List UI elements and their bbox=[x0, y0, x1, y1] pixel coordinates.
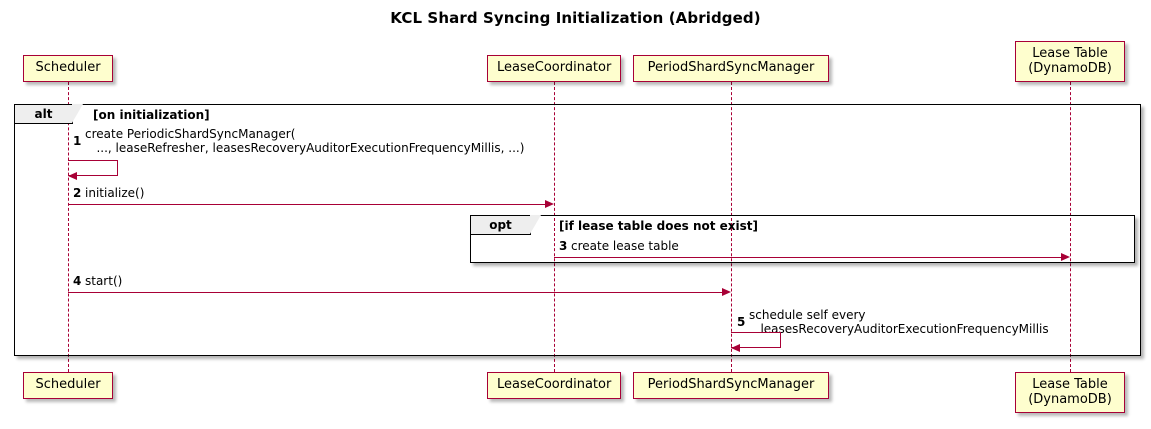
lifeline-leasecoordinator bbox=[554, 82, 555, 372]
message-1-arrowhead bbox=[68, 171, 77, 180]
fragment-opt-guard: [if lease table does not exist] bbox=[559, 219, 759, 233]
participant-scheduler-top[interactable]: Scheduler bbox=[23, 55, 113, 82]
participant-leasetable-top[interactable]: Lease Table (DynamoDB) bbox=[1015, 41, 1125, 82]
fragment-opt-operator: opt bbox=[471, 215, 541, 235]
participant-periodshardsyncmanager-bottom[interactable]: PeriodShardSyncManager bbox=[633, 372, 829, 399]
message-3-label: create lease table bbox=[571, 239, 679, 253]
message-1-label: create PeriodicShardSyncManager( ..., le… bbox=[85, 127, 525, 155]
lifeline-periodshardsyncmanager bbox=[731, 82, 732, 372]
message-5-selfcall-loop bbox=[731, 332, 781, 348]
message-2-label: initialize() bbox=[85, 186, 145, 200]
message-4-label: start() bbox=[85, 274, 123, 288]
fragment-alt-operator: alt bbox=[15, 104, 83, 124]
message-2-line bbox=[68, 204, 545, 205]
fragment-alt-guard: [on initialization] bbox=[93, 108, 210, 122]
message-5-arrowhead bbox=[731, 343, 740, 352]
message-2-arrowhead bbox=[545, 199, 554, 208]
message-5-seq: 5 bbox=[737, 315, 746, 329]
participant-periodshardsyncmanager-top[interactable]: PeriodShardSyncManager bbox=[633, 55, 829, 82]
message-3-line bbox=[554, 257, 1061, 258]
message-3-seq: 3 bbox=[559, 239, 568, 253]
message-5-label: schedule self every leasesRecoveryAudito… bbox=[749, 308, 1049, 336]
lifeline-scheduler bbox=[68, 82, 69, 372]
participant-leasetable-bottom[interactable]: Lease Table (DynamoDB) bbox=[1015, 372, 1125, 413]
participant-scheduler-bottom[interactable]: Scheduler bbox=[23, 372, 113, 399]
lifeline-leasetable bbox=[1070, 82, 1071, 372]
fragment-alt: alt bbox=[14, 104, 1141, 356]
page-title: KCL Shard Syncing Initialization (Abridg… bbox=[390, 9, 761, 27]
message-4-arrowhead bbox=[722, 287, 731, 296]
participant-leasecoordinator-bottom[interactable]: LeaseCoordinator bbox=[487, 372, 621, 399]
message-1-selfcall-loop bbox=[68, 160, 118, 176]
message-1-seq: 1 bbox=[73, 134, 82, 148]
message-3-arrowhead bbox=[1061, 252, 1070, 261]
message-2-seq: 2 bbox=[73, 186, 82, 200]
message-4-line bbox=[68, 292, 722, 293]
message-4-seq: 4 bbox=[73, 274, 82, 288]
fragment-opt: opt bbox=[470, 215, 1135, 263]
participant-leasecoordinator-top[interactable]: LeaseCoordinator bbox=[487, 55, 621, 82]
